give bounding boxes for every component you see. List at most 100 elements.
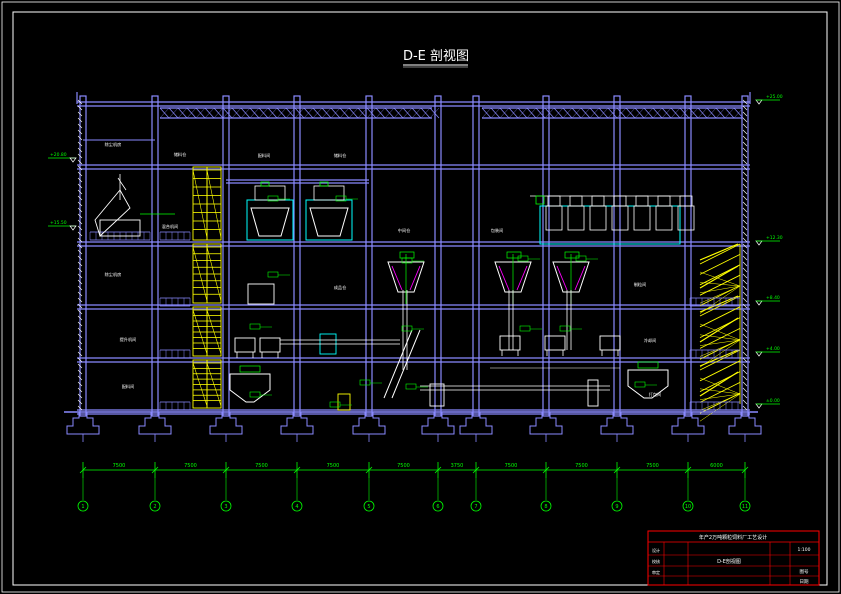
truss-web [294,107,305,119]
hopper [552,261,590,293]
truss-web [697,107,708,119]
wall-hatch [742,225,748,231]
wall-hatch [742,255,748,261]
axis-label: 11 [742,504,748,510]
wall-hatch [77,267,83,273]
room-label: 中间仓 [398,227,411,234]
dimension-tick [684,466,692,474]
drawing-title: D-E 剖视图 [403,49,469,64]
roof-truss [159,107,744,119]
wall-hatch [742,141,748,147]
truss-web [715,107,726,119]
wall-hatch [742,231,748,237]
wall-hatch [742,405,748,411]
hopper [494,261,532,293]
wall-hatch [77,171,83,177]
tag-callout [267,271,279,278]
truss-web [159,107,170,119]
truss-web [339,107,350,119]
wall-hatch [742,99,748,105]
hopper-chute [556,265,586,291]
column [222,95,230,417]
mixer-unit [567,205,585,231]
pipe [117,177,127,191]
truss-web [688,107,699,119]
stair-run [699,271,741,287]
elevation-symbol [755,351,763,357]
tag-callout [405,383,417,390]
machine [259,337,281,353]
elevation-label: +4.00 [766,346,780,352]
tag-box [260,181,270,187]
wall-hatch [77,201,83,207]
title-block-row-label: 校核 [652,558,660,564]
wall-hatch [742,243,748,249]
truss-web [643,107,654,119]
title-block-row-label: 审定 [652,569,660,575]
wall-hatch [742,345,748,351]
column-footing [352,412,386,435]
axis-bubble [682,500,694,512]
truss-web [177,107,188,119]
truss-web [303,107,314,119]
stair-run [699,274,741,296]
truss-web [724,107,735,119]
dimension-tick [741,466,749,474]
wall-hatch [77,99,83,105]
pellet-mill [429,383,445,407]
dimension-tick [613,466,621,474]
wall-hatch [742,309,748,315]
span-dimension: 7500 [397,463,410,469]
truss-web [204,107,215,119]
tag-box [535,195,545,205]
wall-hatch [77,135,83,141]
wall-hatch [742,297,748,303]
stair-stringer [192,169,208,239]
truss-web [481,107,492,119]
truss-web [384,107,395,119]
truss-web [508,107,519,119]
truss-web [679,107,690,119]
column [741,95,749,417]
wall-hatch [77,189,83,195]
wall-hatch [77,159,83,165]
mixer-unit [589,205,607,231]
truss-web [213,107,224,119]
title-block-row-label: 设计 [652,547,660,553]
truss-web [607,107,618,119]
tag-box [564,251,580,259]
wall-hatch [77,285,83,291]
wall-hatch [77,153,83,159]
wall-hatch [77,333,83,339]
truss-web [276,107,287,119]
bin-hopper [309,207,349,237]
wall-hatch [742,315,748,321]
wall-hatch [742,291,748,297]
truss-web [420,107,431,119]
stair-rail [699,371,739,397]
truss-web [490,107,501,119]
wall-hatch [742,117,748,123]
truss-web [652,107,663,119]
wall-hatch [77,405,83,411]
stair-run [699,306,741,328]
stair-rail [699,295,739,313]
wall-hatch [742,189,748,195]
wall-hatch [77,117,83,123]
stair-stringer [206,246,222,302]
wall-hatch [742,363,748,369]
truss-web [258,107,269,119]
title-block-border [647,530,820,586]
wall-hatch [742,261,748,267]
truss-web [625,107,636,119]
dimension-tick [434,466,442,474]
elevation-symbol [69,225,77,231]
tag-box [506,251,522,259]
truss-web [366,107,377,119]
wall-hatch [77,309,83,315]
dimension-tick [222,466,230,474]
truss-web [661,107,672,119]
